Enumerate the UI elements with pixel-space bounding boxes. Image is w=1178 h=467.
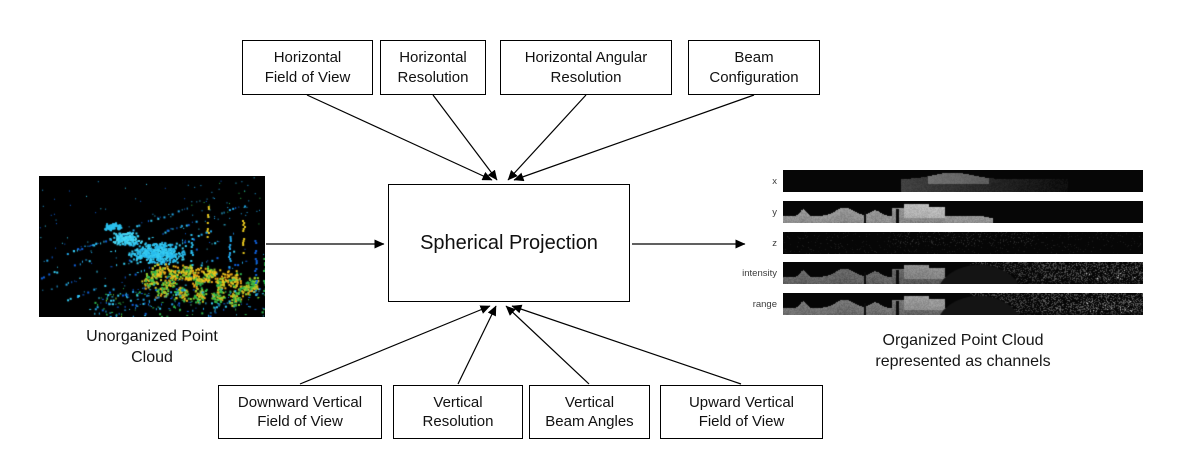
channel-row-y: y [707,201,1143,223]
channel-label-intensity: intensity [742,267,777,279]
arrow-horizontal-resolution-to-projection [432,94,498,181]
channel-image-z [783,232,1143,254]
param-box-horizontal-resolution: Horizontal Resolution [380,40,486,95]
channel-label-y: y [772,206,777,218]
caption-unorganized-point-cloud: Unorganized Point Cloud [86,328,218,366]
caption-organized-point-cloud: Organized Point Cloud represented as cha… [875,332,1051,370]
channel-label-z: z [772,237,777,249]
arrow-horizontal-fov-to-projection [306,94,493,181]
channel-row-x: x [707,170,1143,192]
channel-row-z: z [707,232,1143,254]
unorganized-point-cloud-image [39,176,265,317]
channel-image-intensity [783,262,1143,284]
channel-row-intensity: intensity [707,262,1143,284]
channel-label-x: x [772,175,777,187]
arrow-vertical-resolution-to-projection [457,305,497,385]
arrow-beam-configuration-to-projection [513,94,755,182]
param-box-upward-vertical-fov: Upward Vertical Field of View [660,385,823,439]
channel-row-range: range [707,293,1143,315]
arrow-horizontal-angular-resolution-to-projection [507,94,587,181]
channel-image-y [783,201,1143,223]
param-box-horizontal-field-of-view: Horizontal Field of View [242,40,373,95]
param-box-vertical-beam-angles: Vertical Beam Angles [529,385,650,439]
param-box-downward-vertical-fov: Downward Vertical Field of View [218,385,382,439]
param-box-horizontal-angular-resolution: Horizontal Angular Resolution [500,40,672,95]
arrow-upward-vertical-fov-to-projection [511,304,742,385]
channel-label-range: range [752,298,777,310]
param-box-beam-configuration: Beam Configuration [688,40,820,95]
channel-image-x [783,170,1143,192]
process-box-spherical-projection: Spherical Projection [388,184,630,302]
param-box-vertical-resolution: Vertical Resolution [393,385,523,439]
arrow-downward-vertical-fov-to-projection [299,305,491,385]
channel-image-range [783,293,1143,315]
arrow-vertical-beam-angles-to-projection [505,305,590,385]
